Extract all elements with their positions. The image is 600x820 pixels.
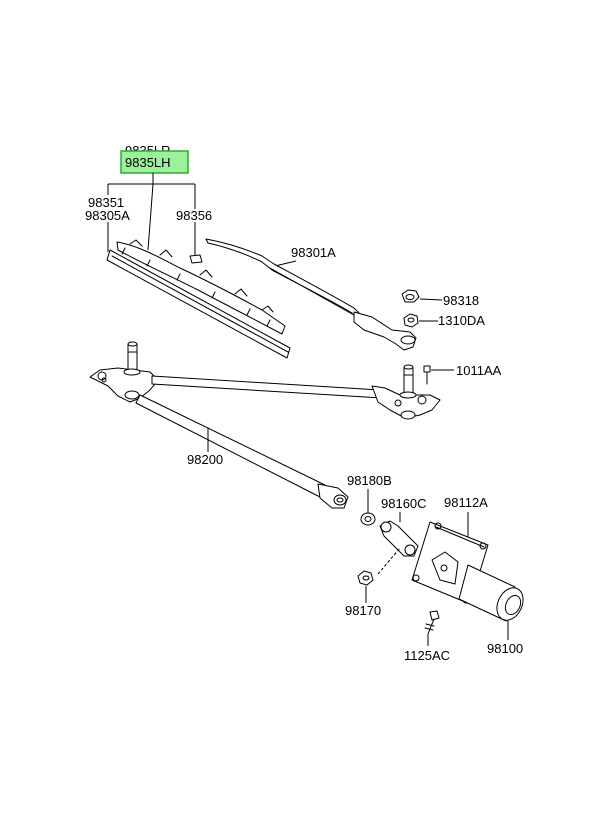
label-1310da[interactable]: 1310DA	[438, 313, 485, 328]
label-98100[interactable]: 98100	[487, 641, 523, 656]
clip-part	[189, 254, 203, 264]
motor-bolt	[424, 610, 440, 635]
wiper-motor	[458, 564, 524, 622]
label-98301a[interactable]: 98301A	[291, 245, 336, 260]
label-98318[interactable]: 98318	[443, 293, 479, 308]
label-98170[interactable]: 98170	[345, 603, 381, 618]
label-98200[interactable]: 98200	[187, 452, 223, 467]
label-1011aa[interactable]: 1011AA	[456, 363, 502, 378]
label-9835lh[interactable]: 9835LH	[125, 155, 171, 170]
pivot-bolt	[423, 365, 431, 385]
label-98305a[interactable]: 98305A	[85, 208, 130, 223]
arm-nut	[403, 313, 419, 328]
cap-part	[401, 289, 420, 303]
label-bracket-tree	[107, 173, 196, 255]
label-98160c[interactable]: 98160C	[381, 496, 427, 511]
label-98112a[interactable]: 98112A	[444, 495, 488, 510]
highlight-box	[120, 150, 189, 174]
label-98356[interactable]: 98356	[176, 208, 212, 223]
label-98351[interactable]: 98351	[88, 195, 124, 210]
wiper-arm	[205, 238, 417, 351]
label-1125ac[interactable]: 1125AC	[404, 648, 450, 663]
crank-arm	[379, 520, 419, 557]
wiper-blade	[106, 239, 291, 359]
label-98180b[interactable]: 98180B	[347, 473, 392, 488]
bushing-part	[360, 512, 376, 526]
wiper-linkage	[89, 341, 441, 509]
crank-nut	[357, 570, 374, 586]
